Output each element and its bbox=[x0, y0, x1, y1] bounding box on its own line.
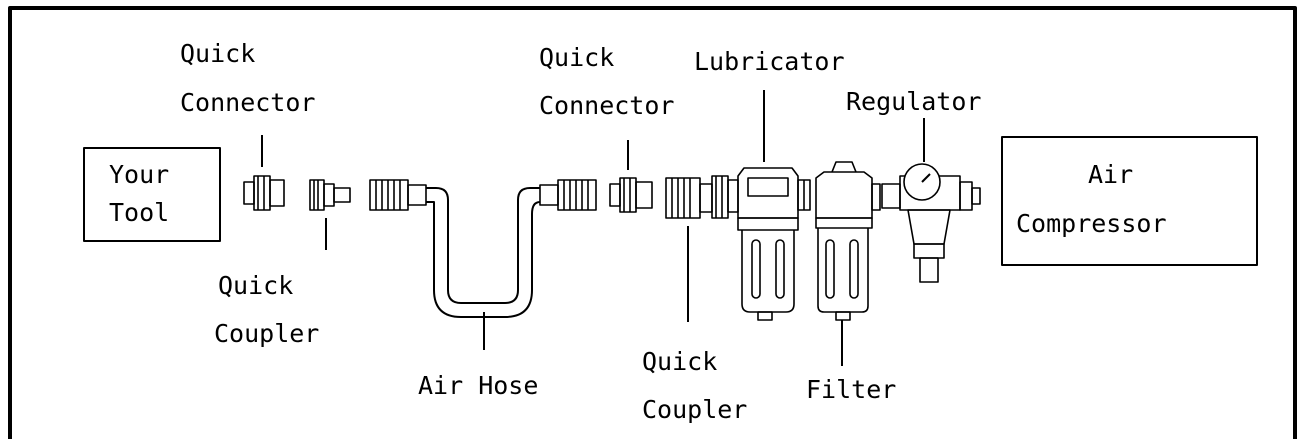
air-hose-label: Air Hose bbox=[418, 371, 539, 400]
quick-connector-right-part bbox=[609, 177, 653, 213]
quick-coupler-left-part bbox=[309, 179, 351, 211]
quick-connector-left-label-line2: Connector bbox=[180, 88, 316, 117]
quick-connector-right-label-line1: Quick bbox=[539, 43, 615, 72]
quick-connector-left-part bbox=[243, 175, 285, 211]
outer-frame bbox=[8, 6, 1297, 439]
quick-coupler-right-label-line1: Quick bbox=[642, 347, 718, 376]
your-tool-label-line1: Your bbox=[109, 160, 170, 189]
your-tool-box bbox=[83, 147, 221, 242]
hose-fitting-right bbox=[539, 179, 597, 211]
hose-fitting-left bbox=[369, 179, 427, 211]
quick-coupler-right-label-line2: Coupler bbox=[642, 395, 748, 424]
your-tool-label-line2: Tool bbox=[109, 198, 170, 227]
regulator-label: Regulator bbox=[846, 87, 982, 116]
air-hose bbox=[426, 187, 541, 318]
quick-connector-right-label-line2: Connector bbox=[539, 91, 675, 120]
quick-connector-left-label-line1: Quick bbox=[180, 39, 256, 68]
lubricator-part bbox=[727, 167, 811, 321]
lubricator-label: Lubricator bbox=[694, 47, 845, 76]
air-compressor-box bbox=[1001, 136, 1258, 266]
air-compressor-label-line2: Compressor bbox=[1016, 209, 1167, 238]
quick-coupler-left-label-line2: Coupler bbox=[214, 319, 320, 348]
regulator-part bbox=[881, 163, 981, 283]
filter-part bbox=[815, 161, 881, 321]
air-compressor-label-line1: Air bbox=[1088, 160, 1134, 189]
quick-coupler-left-label-line1: Quick bbox=[218, 271, 294, 300]
filter-label: Filter bbox=[806, 375, 897, 404]
quick-coupler-right-part bbox=[665, 175, 729, 219]
